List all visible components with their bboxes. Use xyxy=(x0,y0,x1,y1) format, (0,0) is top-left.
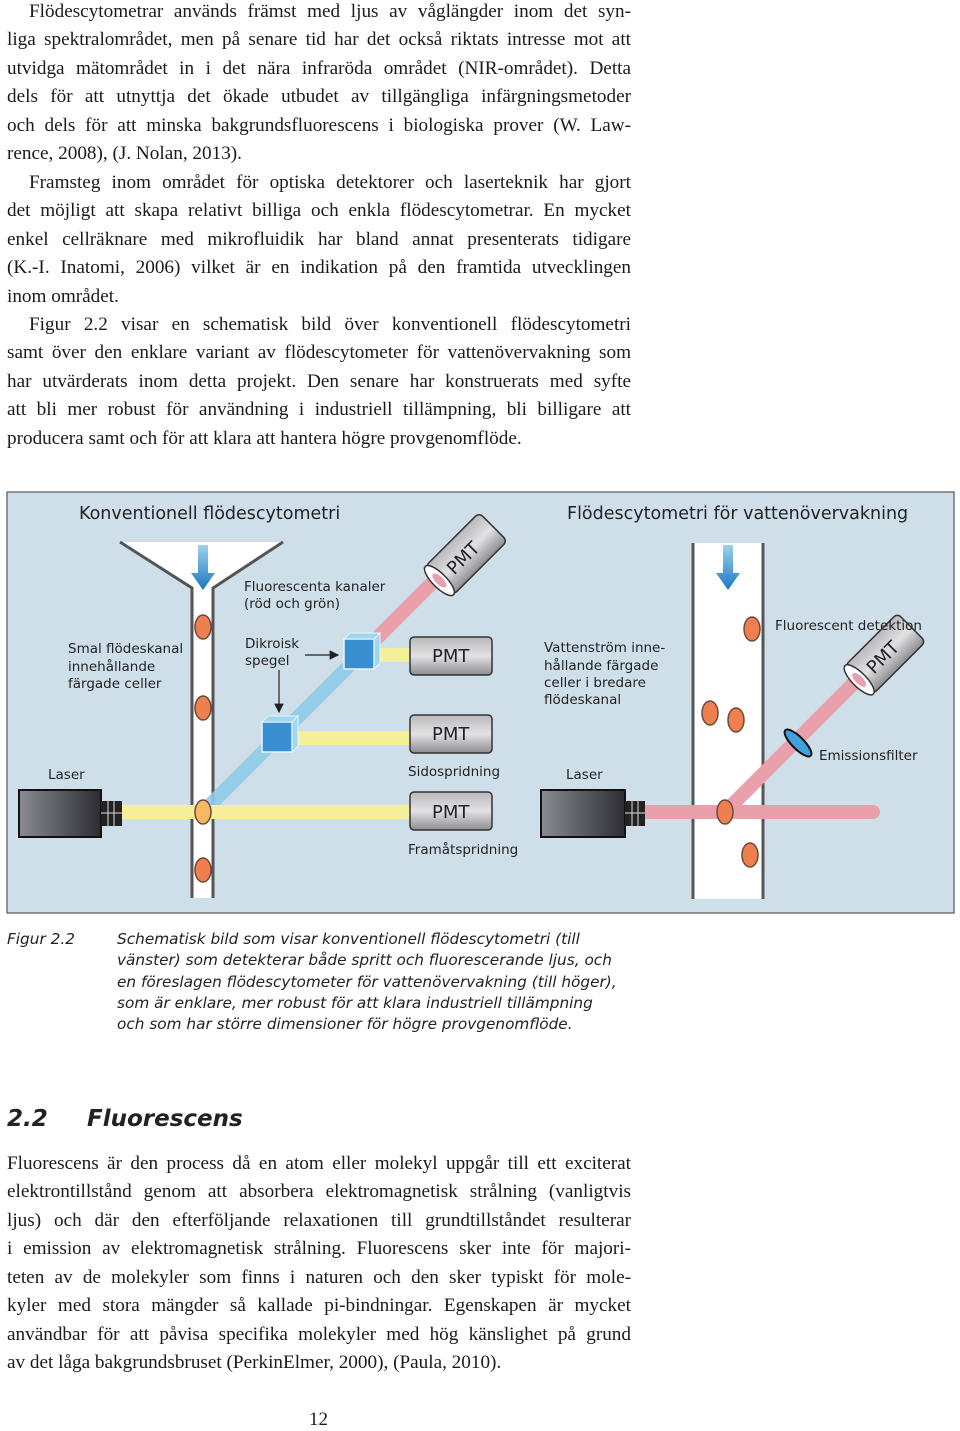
text-line: det möjligt att skapa relativt billiga o… xyxy=(7,200,631,222)
label-water-stream: Vattenström inne- xyxy=(544,640,665,656)
cells-left xyxy=(194,614,212,883)
label-side-scatter: Sidospridning xyxy=(408,764,500,780)
text-line: (K.-I. Inatomi, 2006) vilket är en indik… xyxy=(7,257,631,279)
figure-caption: Schematisk bild som visar konventionell … xyxy=(117,929,617,1035)
text-line: och dels för att minska bakgrundsfluores… xyxy=(7,114,631,136)
text-line: kyler med stora mängder så kallade pi-bi… xyxy=(7,1295,631,1317)
text-line: inom området. xyxy=(7,285,119,307)
flow-arrow-icon xyxy=(191,545,215,590)
label-water-stream: flödeskanal xyxy=(544,692,621,708)
text-line: har utvärderats inom detta projekt. Den … xyxy=(7,370,631,392)
channel-walls xyxy=(691,543,765,899)
text-line: enkel cellräknare med mikrofluidik har b… xyxy=(7,228,631,250)
text-line: utvidga mätområdet in i det nära infrarö… xyxy=(7,57,631,79)
text-line: användbar för att påvisa specifika molek… xyxy=(7,1323,631,1345)
dichroic-mirror-icon xyxy=(342,631,382,671)
pmt-fluorescence: PMT xyxy=(409,636,493,676)
caption-line: som är enklare, mer robust för att klara… xyxy=(117,993,593,1012)
pmt-side-scatter: PMT xyxy=(409,714,493,754)
text-line: Framsteg inom området för optiska detekt… xyxy=(29,171,631,193)
text-line: Flödescytometrar används främst med ljus… xyxy=(29,1,631,22)
text-line: att bli mer robust för användning i indu… xyxy=(7,399,631,421)
pmt-tilted-left: PMT xyxy=(423,513,507,597)
svg-text:PMT: PMT xyxy=(432,724,470,745)
emission-filter-icon xyxy=(783,728,813,758)
text-line: elektrontillstånd genom att absorbera el… xyxy=(7,1181,631,1203)
text-line: Figur 2.2 visar en schematisk bild över … xyxy=(29,313,631,335)
flow-arrow-icon xyxy=(716,545,740,590)
label-fluor-channels: (röd och grön) xyxy=(244,596,340,612)
text-line: samt över den enklare variant av flödesc… xyxy=(7,342,631,364)
section-number: 2.2 xyxy=(7,1106,48,1132)
label-emission-filter: Emissionsfilter xyxy=(819,748,918,764)
page-number: 12 xyxy=(309,1409,328,1430)
text-line: rence, 2008), (J. Nolan, 2013). xyxy=(7,143,242,165)
caption-label: Figur 2.2 xyxy=(7,930,75,948)
label-narrow-channel: Smal flödeskanal xyxy=(68,641,183,657)
caption-line: en föreslagen flödescytometer för vatten… xyxy=(117,972,617,991)
text-line: i emission av elektromagnetisk strålning… xyxy=(7,1238,631,1260)
laser-left-icon xyxy=(18,789,122,838)
text-line: producera samt och för att klara att han… xyxy=(7,427,522,449)
dichroic-mirror-icon xyxy=(260,714,300,754)
label-water-stream: hållande färgade xyxy=(544,657,658,674)
section-title: Fluorescens xyxy=(87,1106,243,1132)
text-line: liga spektralområdet, men på senare tid … xyxy=(7,29,631,51)
caption-line: Schematisk bild som visar konventionell … xyxy=(117,930,580,948)
pmt-forward-scatter: PMT xyxy=(409,791,493,831)
laser-right-icon xyxy=(540,789,645,838)
label-laser-right: Laser xyxy=(566,767,603,783)
label-laser-left: Laser xyxy=(48,767,85,783)
label-narrow-channel: innehållande xyxy=(68,658,155,675)
text-line: av det låga bakgrundsbruset (PerkinElmer… xyxy=(7,1352,502,1374)
label-narrow-channel: färgade celler xyxy=(68,676,162,692)
cells-right xyxy=(701,616,761,868)
body-paragraph-fluorescence: Fluorescens är den process då en atom el… xyxy=(7,1150,631,1378)
text-line: Fluorescens är den process då en atom el… xyxy=(7,1153,631,1174)
caption-line: och som har större dimensioner för högre… xyxy=(117,1015,573,1034)
text-line: ljus) och där den efterföljande relaxati… xyxy=(7,1209,631,1231)
left-title: Konventionell flödescytometri xyxy=(79,504,340,524)
svg-text:PMT: PMT xyxy=(432,802,470,823)
label-fluor-channels: Fluorescenta kanaler xyxy=(244,579,386,595)
text-line: teten av de molekyler som finns i nature… xyxy=(7,1266,631,1288)
label-dichroic: Dikroisk xyxy=(245,636,299,652)
body-paragraphs-intro: Flödescytometrar används främst med ljus… xyxy=(7,0,631,453)
svg-text:PMT: PMT xyxy=(432,646,470,667)
label-forward-scatter: Framåtspridning xyxy=(408,841,518,858)
text-line: dels för att utnyttja det ökade utbudet … xyxy=(7,86,631,108)
label-water-stream: celler i bredare xyxy=(544,675,646,691)
right-title: Flödescytometri för vattenövervakning xyxy=(567,504,908,524)
label-dichroic: spegel xyxy=(245,653,290,669)
caption-line: vänster) som detekterar både spritt och … xyxy=(117,951,612,970)
figure-flow-cytometry: Konventionell flödescytometri PMT PMT PM… xyxy=(6,491,955,914)
label-fluor-detection: Fluorescent detektion xyxy=(775,618,922,634)
